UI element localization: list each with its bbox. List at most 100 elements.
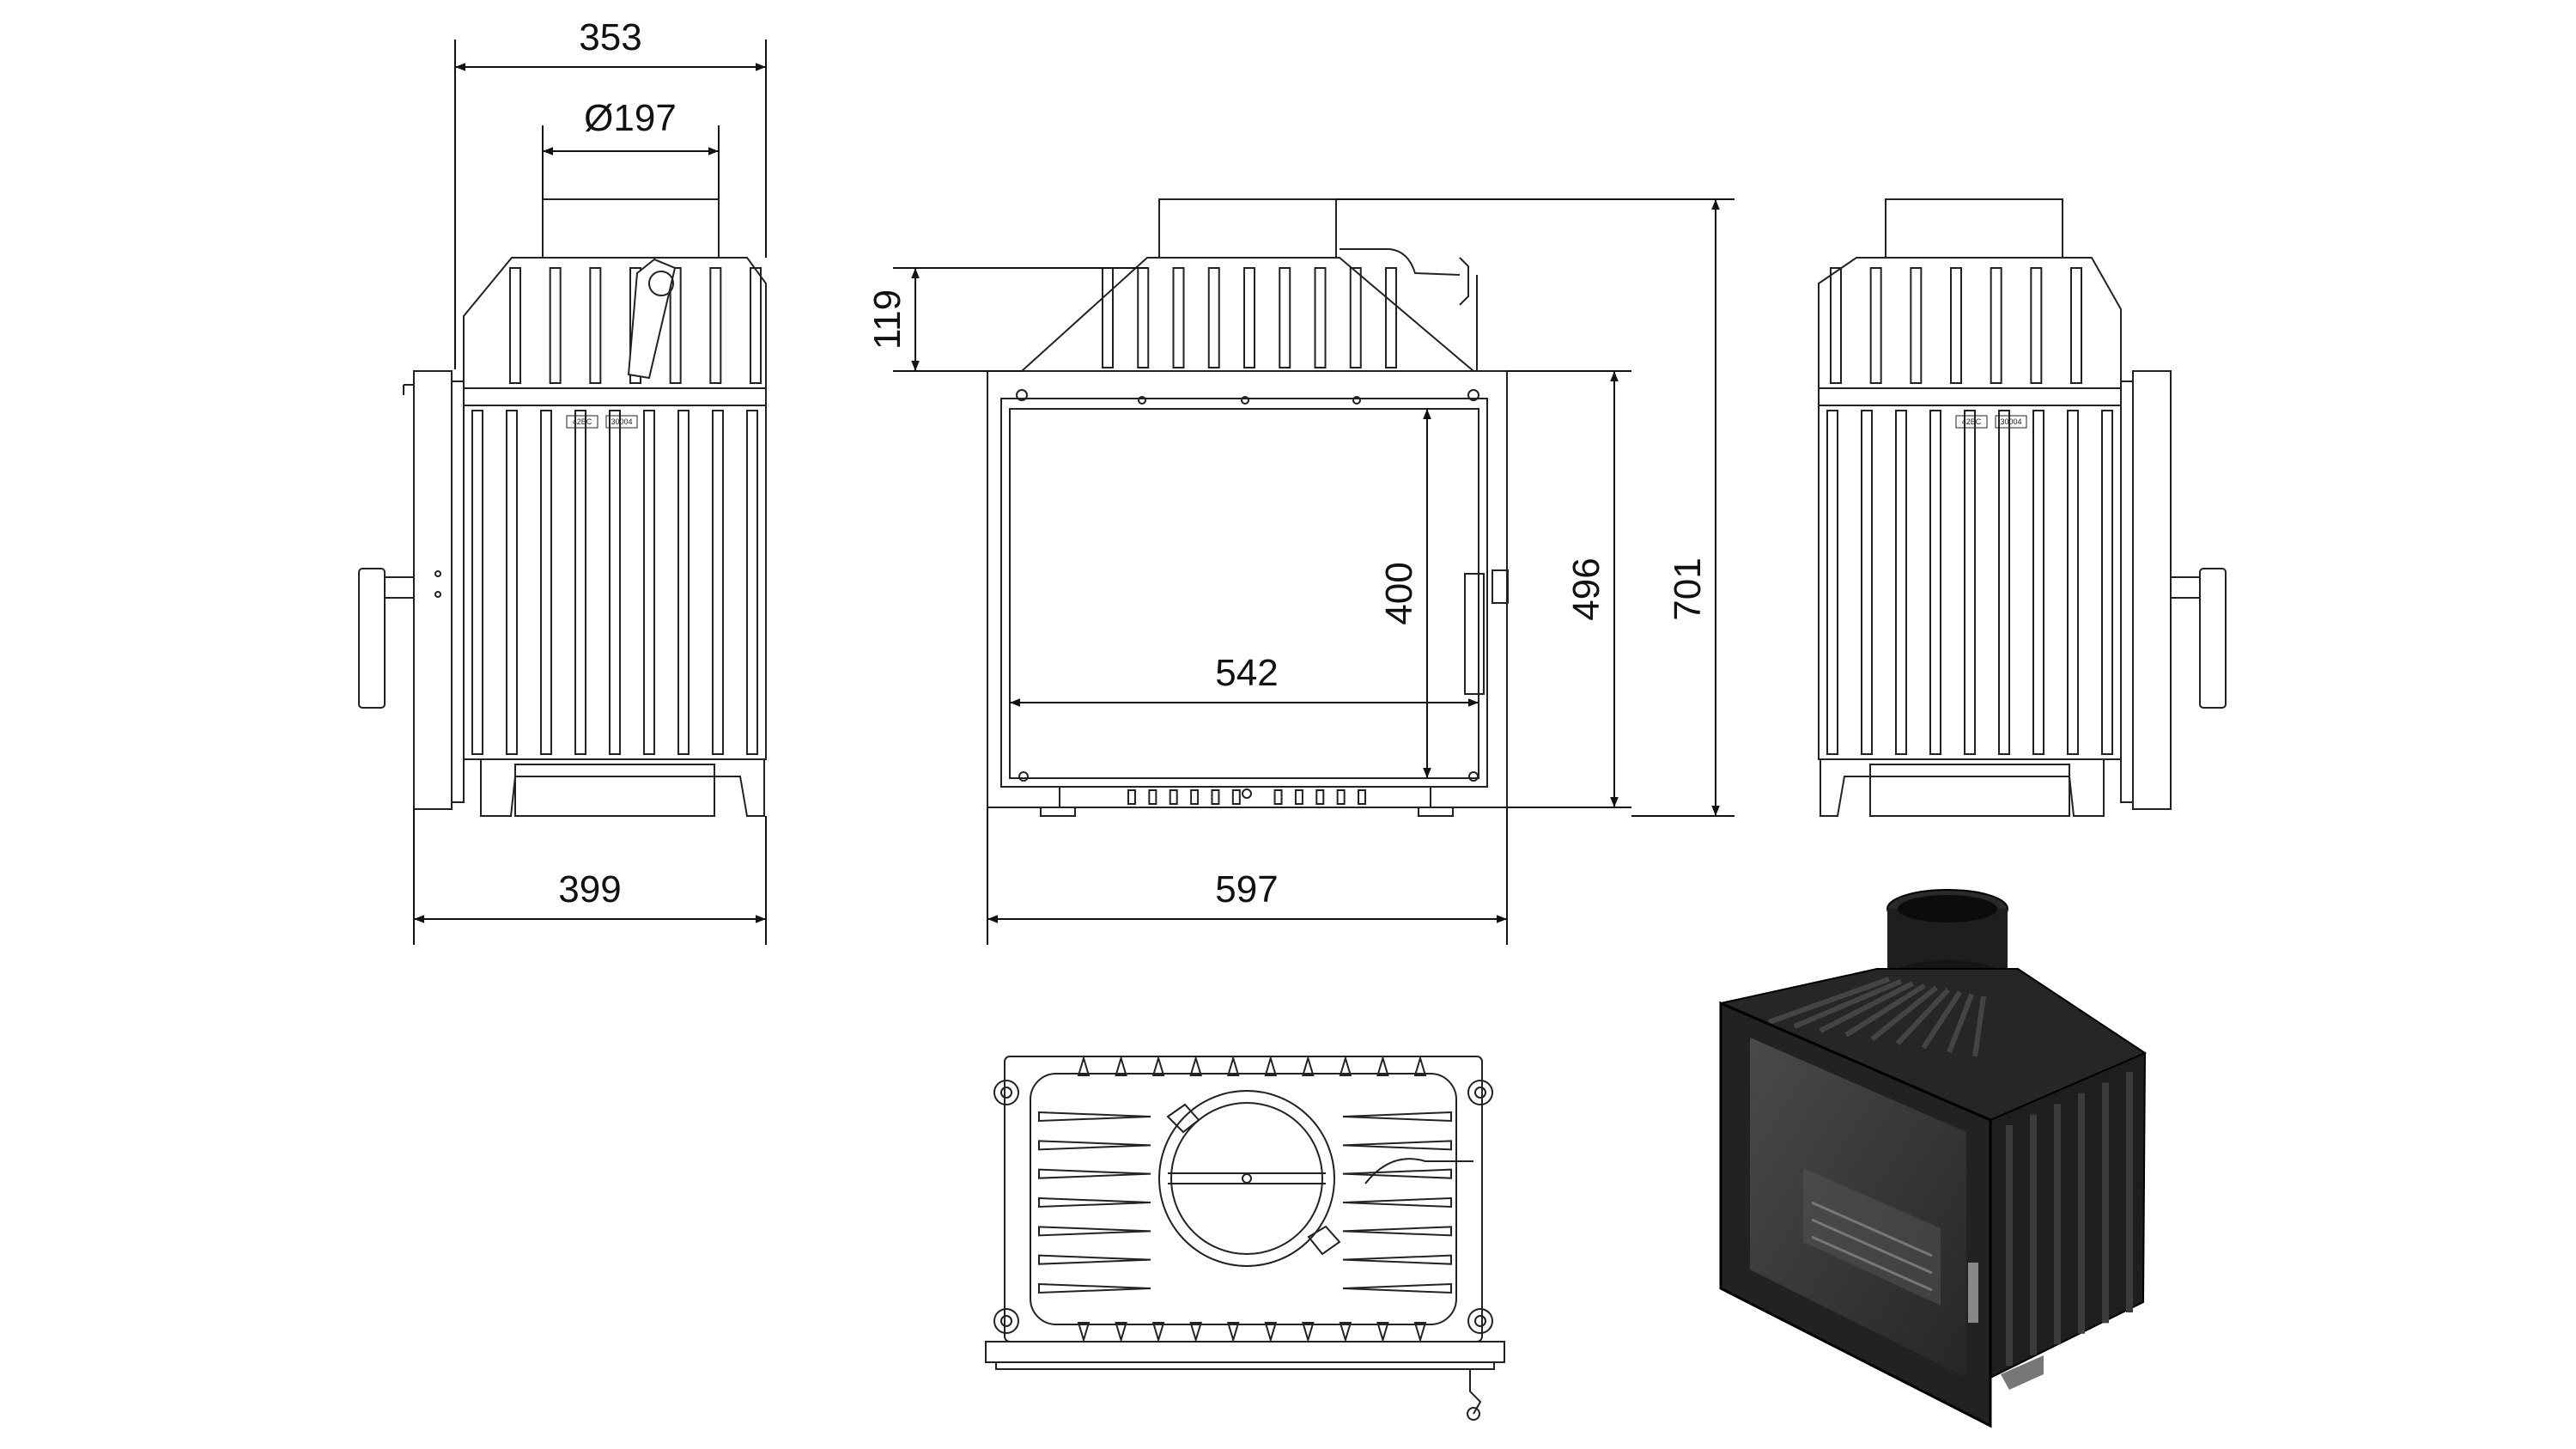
rim-fin <box>1115 1055 1127 1076</box>
left-side-view <box>358 198 767 817</box>
top-fin <box>1172 267 1185 368</box>
fin <box>609 410 621 755</box>
rim-fin <box>1376 1322 1389 1343</box>
side-fin <box>1342 1282 1452 1294</box>
render-top-fin <box>1947 993 1975 1054</box>
side-fin <box>1342 1226 1452 1237</box>
fin <box>1861 410 1873 755</box>
rim-fin <box>1226 1055 1240 1076</box>
side-fin <box>1038 1282 1151 1294</box>
vent-slot <box>1273 789 1283 805</box>
vent-slot <box>1315 789 1325 805</box>
vent-slot <box>1169 789 1178 805</box>
fireplace-3d-render <box>1718 889 2148 1428</box>
rim-fin <box>1077 1322 1091 1343</box>
rim-fin <box>1339 1322 1352 1343</box>
top-fin <box>1385 267 1397 368</box>
fin <box>2101 410 2113 755</box>
top-fin <box>750 267 762 384</box>
top-fins <box>1102 267 1397 368</box>
top-fin <box>1869 267 1882 384</box>
top-fins <box>1830 267 2082 384</box>
render-top-fin <box>1793 978 1902 1029</box>
top-fins <box>1038 1055 1452 1343</box>
fin <box>1895 410 1907 755</box>
dim-collar-height: 119 <box>866 289 908 350</box>
fin <box>2067 410 2079 755</box>
render-top-fin <box>1870 985 1938 1042</box>
plate-mark-right-b: 30004 <box>2000 417 2021 426</box>
rim-fin <box>1115 1322 1127 1343</box>
vent-slot <box>1190 789 1200 805</box>
fin <box>2032 410 2044 755</box>
vent-slot <box>1231 789 1241 805</box>
top-fin <box>1950 267 1962 384</box>
dim-total-height: 701 <box>1667 557 1709 620</box>
rim-fin <box>1264 1055 1278 1076</box>
side-fin <box>1342 1111 1452 1123</box>
right-side-view <box>1818 198 2227 817</box>
side-fin <box>1342 1254 1452 1265</box>
fin <box>1826 410 1838 755</box>
rim-fin <box>1264 1322 1278 1343</box>
rim-fin <box>1301 1055 1315 1076</box>
fin <box>1998 410 2010 755</box>
render-top-fin <box>1895 988 1950 1046</box>
side-fin <box>1038 1196 1151 1209</box>
top-fin <box>1910 267 1923 384</box>
top-fin <box>2070 267 2082 384</box>
dimension-lines <box>413 40 1735 945</box>
fin <box>643 410 655 755</box>
fin <box>540 410 552 755</box>
render-top-fins <box>1767 977 1986 1057</box>
ash-vents <box>1127 789 1366 805</box>
fin <box>1929 410 1941 755</box>
side-fin <box>1342 1168 1452 1179</box>
top-fin <box>1314 267 1327 368</box>
top-fin <box>2030 267 2043 384</box>
top-fin <box>1830 267 1842 384</box>
rim-fin <box>1151 1055 1165 1076</box>
side-fin <box>1342 1140 1452 1151</box>
vent-slot <box>1294 789 1303 805</box>
dim-window-height: 400 <box>1378 562 1420 624</box>
dim-front-height: 496 <box>1565 557 1607 620</box>
fin <box>677 410 690 755</box>
top-fin <box>549 267 562 384</box>
top-fin <box>669 267 682 384</box>
rim-fin <box>1189 1322 1203 1343</box>
side-fin <box>1038 1226 1151 1237</box>
top-fin <box>1243 267 1255 368</box>
rim-fin <box>1226 1322 1240 1343</box>
vent-slot <box>1336 789 1346 805</box>
top-fin <box>1279 267 1291 368</box>
dim-front-width: 597 <box>1215 868 1278 910</box>
vent-slot <box>1127 789 1136 805</box>
top-fin <box>589 267 602 384</box>
side-fin <box>1038 1111 1151 1123</box>
body-fins <box>1826 410 2113 755</box>
vent-slot <box>1358 789 1366 805</box>
side-fin <box>1038 1254 1151 1265</box>
plate-mark-left-b: 30004 <box>611 417 632 426</box>
fin <box>712 410 724 755</box>
rim-fin <box>1301 1322 1315 1343</box>
rim-fin <box>1413 1055 1427 1076</box>
dim-outlet-width: 353 <box>579 16 641 58</box>
top-fin <box>509 267 521 384</box>
top-fin <box>709 267 722 384</box>
side-fin <box>1038 1140 1151 1151</box>
render-top-fin <box>1921 990 1963 1050</box>
top-fin <box>1207 267 1220 368</box>
fin <box>746 410 758 755</box>
rim-fin <box>1077 1055 1091 1076</box>
rim-fin <box>1339 1055 1352 1076</box>
side-fin <box>1038 1168 1151 1179</box>
top-fin <box>1349 267 1362 368</box>
rim-fin <box>1151 1322 1165 1343</box>
fin <box>574 410 586 755</box>
fin <box>506 410 518 755</box>
rim-fin <box>1189 1055 1203 1076</box>
render-top-fin <box>1844 983 1926 1038</box>
